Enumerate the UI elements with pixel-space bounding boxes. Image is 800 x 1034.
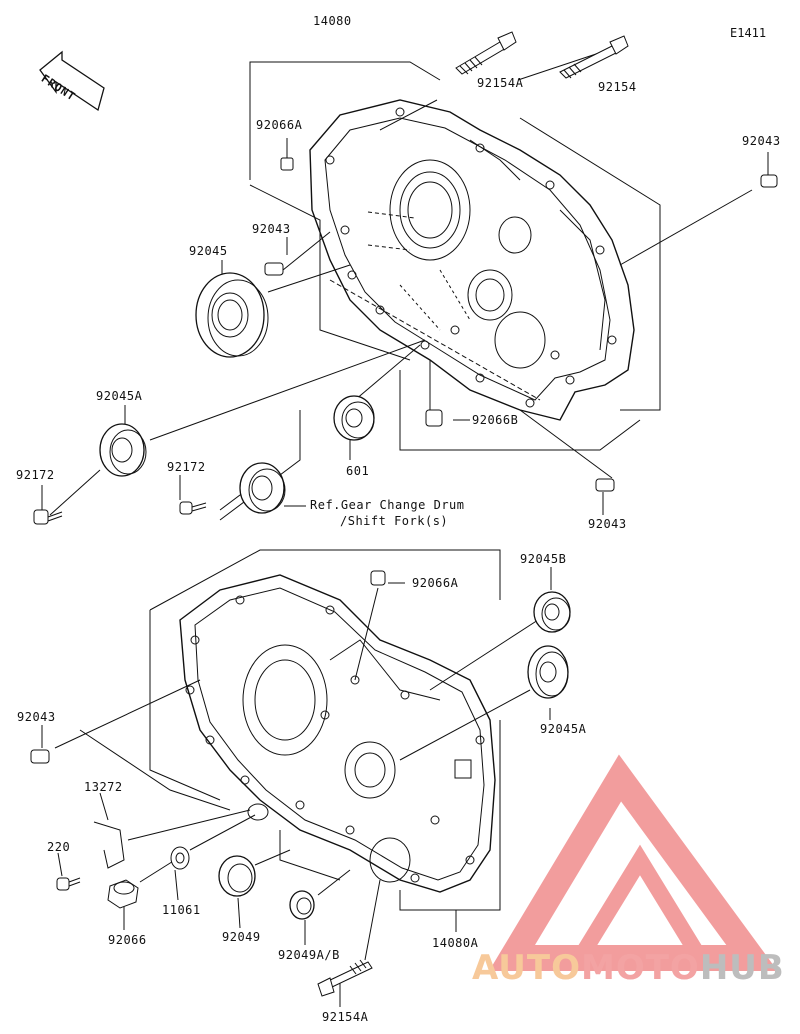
bearing-92045: [195, 272, 269, 358]
dowel-92043-mid-right: [595, 478, 615, 492]
bolt-92154A-bottom: [317, 959, 373, 997]
label-92066B[interactable]: 92066B: [472, 413, 519, 427]
screw-220: [56, 877, 81, 891]
front-arrow-icon: [39, 50, 105, 112]
lower-assembly-bracket: [79, 549, 501, 911]
label-92043-top-center[interactable]: 92043: [252, 222, 291, 236]
plug-92066: [107, 879, 139, 909]
label-92045B[interactable]: 92045B: [520, 552, 567, 566]
watermark-moto: MOTO: [580, 948, 700, 988]
label-92172-left[interactable]: 92172: [16, 468, 55, 482]
upper-leader-lines: [41, 42, 769, 516]
diagram-code: E1411: [730, 26, 767, 40]
label-92045A-right[interactable]: 92045A: [540, 722, 587, 736]
label-92043-mid-right[interactable]: 92043: [588, 517, 627, 531]
bolt-92154-top: [559, 35, 629, 79]
label-92066[interactable]: 92066: [108, 933, 147, 947]
bearing-ref-gear-change-drum: [239, 462, 286, 514]
bearing-92045A-left: [99, 423, 147, 477]
bearing-92045B: [533, 591, 571, 633]
dowel-92066B: [425, 409, 443, 427]
watermark-auto: AUTO: [472, 948, 581, 988]
dowel-92043-top-right: [760, 174, 778, 188]
label-92045[interactable]: 92045: [189, 244, 228, 258]
label-220[interactable]: 220: [47, 840, 71, 854]
label-92049AB[interactable]: 92049A/B: [278, 948, 340, 962]
ref-note-line2: /Shift Fork(s): [340, 514, 449, 528]
label-14080A[interactable]: 14080A: [432, 936, 479, 950]
dowel-92043-top-center: [264, 262, 284, 276]
label-92066A-top[interactable]: 92066A: [256, 118, 303, 132]
label-92049[interactable]: 92049: [222, 930, 261, 944]
label-92172-center[interactable]: 92172: [167, 460, 206, 474]
label-92043-top-right[interactable]: 92043: [742, 134, 781, 148]
watermark-wordmark: AUTOMOTOHUB: [472, 948, 785, 988]
label-13272[interactable]: 13272: [84, 780, 123, 794]
oil-seal-92049AB: [289, 890, 315, 920]
lower-crankcase-14080A: [179, 574, 496, 893]
label-92154A-bottom[interactable]: 92154A: [322, 1010, 369, 1024]
bearing-92045A-right: [527, 645, 569, 699]
lower-leader-lines: [41, 567, 552, 1007]
label-601[interactable]: 601: [346, 464, 370, 478]
label-92154-top[interactable]: 92154: [598, 80, 637, 94]
screw-92172-center: [179, 501, 207, 515]
dowel-92066A-top: [280, 157, 294, 171]
ref-note-line1: Ref.Gear Change Drum: [310, 498, 465, 512]
dowel-92043-lower-left: [30, 749, 50, 764]
watermark-logo: [489, 754, 778, 971]
dowel-92066A-mid: [370, 570, 386, 586]
bolt-92154A-top: [455, 31, 517, 75]
label-92154A-top[interactable]: 92154A: [477, 76, 524, 90]
label-92066A-mid[interactable]: 92066A: [412, 576, 459, 590]
label-14080[interactable]: 14080: [313, 14, 352, 28]
label-11061[interactable]: 11061: [162, 903, 201, 917]
bearing-601: [333, 395, 375, 441]
washer-11061: [170, 846, 190, 870]
watermark-hub: HUB: [699, 948, 785, 988]
upper-crankcase-14080: [309, 99, 635, 421]
oil-seal-92049: [218, 855, 256, 897]
bracket-13272: [93, 821, 125, 869]
label-92045A-left[interactable]: 92045A: [96, 389, 143, 403]
screw-92172-left: [33, 509, 63, 525]
label-92043-lower-left[interactable]: 92043: [17, 710, 56, 724]
